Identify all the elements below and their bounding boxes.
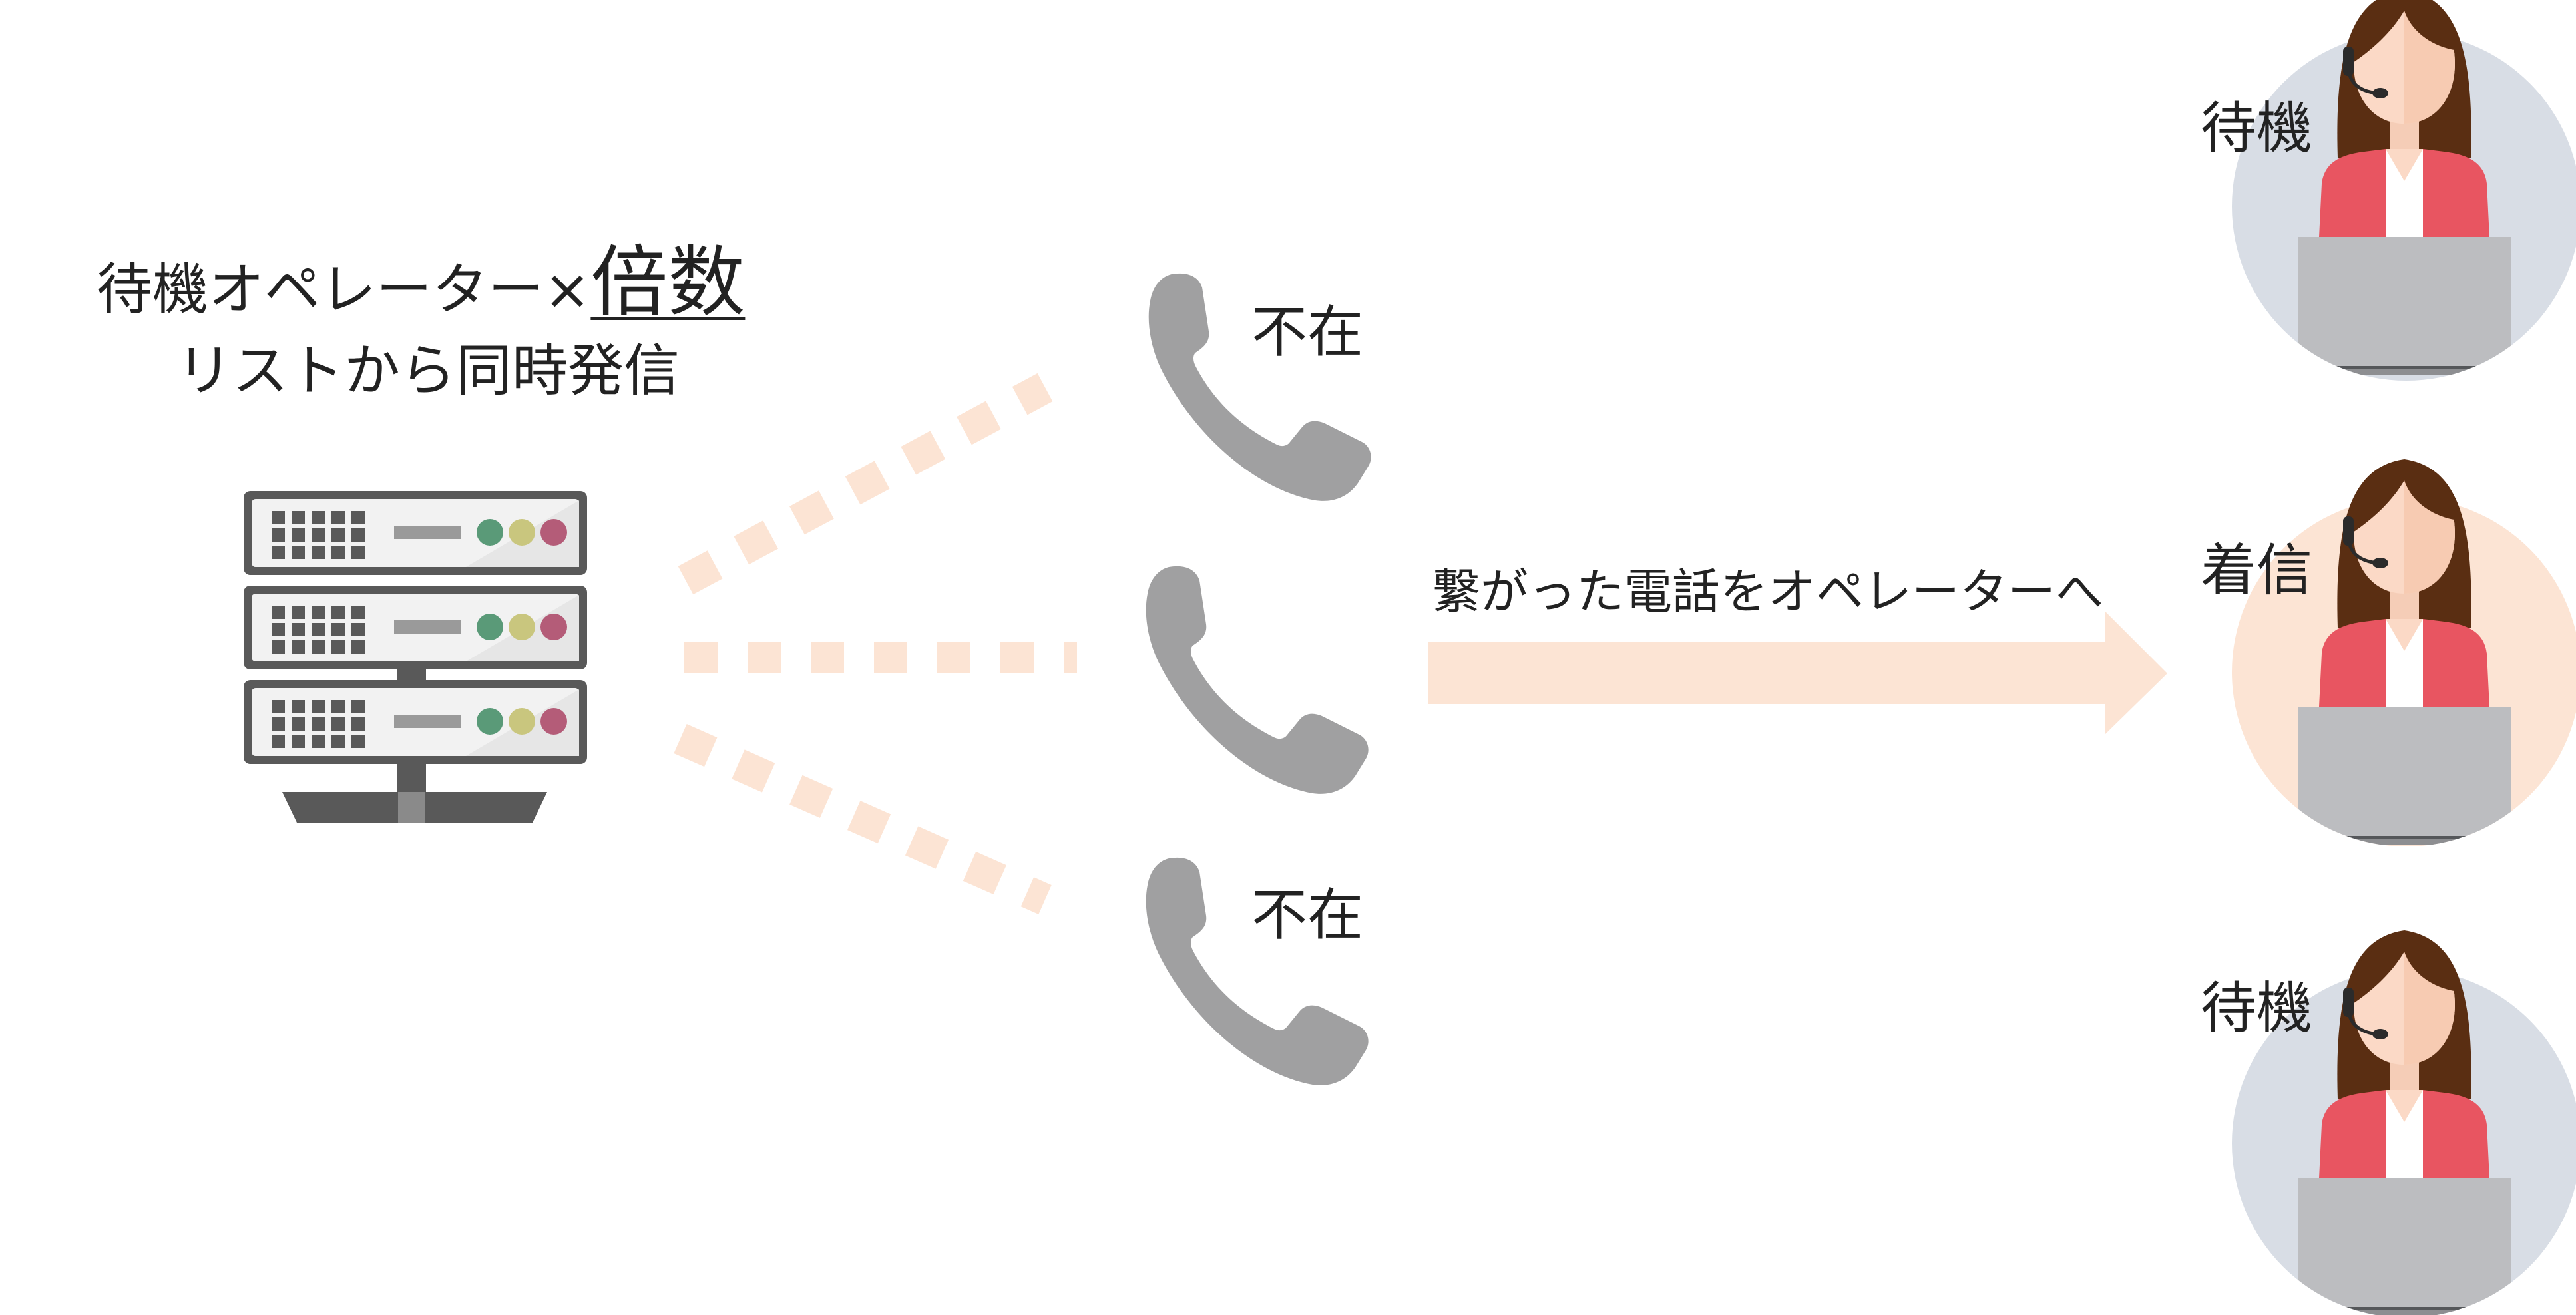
- operator-status-3: 待機: [2201, 976, 2313, 1041]
- heading-prefix: 待機オペレーター×: [97, 257, 591, 322]
- call-status-1: 不在: [1251, 299, 1364, 365]
- beam-upper: [678, 373, 1053, 595]
- operator-status-2: 着信: [2201, 538, 2313, 603]
- arrow-to-operator: [1428, 611, 2167, 735]
- operator-2: [2232, 459, 2576, 846]
- server-unit-1: [244, 491, 587, 575]
- heading-line-2: リストから同時発信: [176, 338, 680, 403]
- call-status-3: 不在: [1251, 882, 1364, 948]
- phone-icon-2: [1146, 566, 1369, 794]
- server-unit-2: [244, 586, 587, 669]
- heading-line-1: 待機オペレーター×倍数: [97, 220, 745, 331]
- operator-status-1: 待機: [2201, 96, 2313, 161]
- beam-lower: [674, 724, 1052, 914]
- connect-label: 繋がった電話をオペレーターへ: [1432, 564, 2104, 620]
- server-icon: [244, 491, 587, 823]
- operator-1: [2232, 0, 2576, 381]
- heading-emphasis: 倍数: [590, 238, 746, 327]
- server-unit-3: [244, 680, 587, 764]
- operator-3: [2232, 930, 2576, 1315]
